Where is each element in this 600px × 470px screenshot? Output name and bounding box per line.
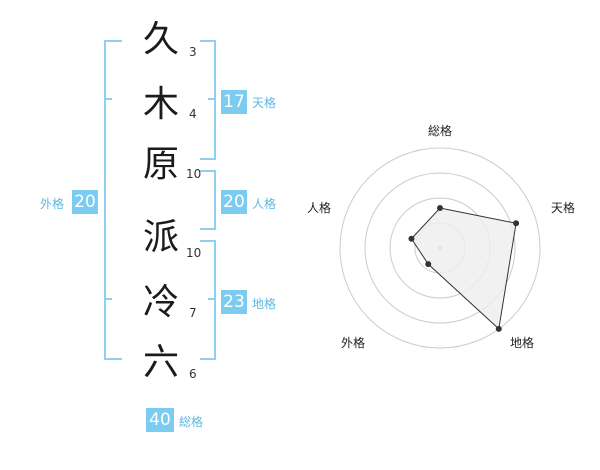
radar-label-tenkaku: 天格	[551, 201, 576, 215]
chikaku-value: 23	[221, 290, 247, 314]
radar-label-chikaku: 地格	[510, 336, 535, 350]
radar-point-4	[425, 261, 432, 268]
radar-point-3	[495, 325, 502, 332]
gaikaku-label: 外格	[40, 197, 65, 211]
name-char-4: 派	[142, 217, 179, 258]
radar-point-2	[513, 220, 520, 227]
name-char-1: 久	[142, 19, 179, 60]
gaikaku-bracket	[104, 40, 122, 360]
name-char-5: 冷	[142, 282, 179, 323]
radar-label-soukaku: 総格	[428, 124, 453, 138]
bracket-tick	[104, 98, 112, 100]
stroke-count-5: 7	[189, 306, 197, 320]
radar-grid-ring	[339, 147, 541, 349]
jinkaku-label: 人格	[252, 197, 277, 211]
radar-point-5	[408, 235, 415, 242]
radar-grid-ring	[364, 172, 516, 324]
jinkaku-value: 20	[221, 190, 247, 214]
bracket-tick	[208, 98, 216, 100]
stroke-count-3: 10	[186, 167, 202, 181]
radar-point-1	[437, 205, 443, 211]
radar-area	[410, 207, 517, 330]
stroke-count-6: 6	[189, 367, 197, 381]
name-char-6: 六	[142, 342, 179, 383]
name-char-3: 原	[142, 144, 179, 185]
chikaku-label: 地格	[252, 297, 277, 311]
bracket-tick	[104, 298, 112, 300]
stroke-count-2: 4	[189, 107, 197, 121]
tenkaku-value: 17	[221, 90, 247, 114]
tenkaku-bracket	[200, 40, 216, 160]
chikaku-bracket	[200, 240, 216, 360]
tenkaku-label: 天格	[252, 96, 277, 110]
bracket-tick	[208, 298, 216, 300]
name-char-2: 木	[142, 84, 179, 125]
fortune-radar-chart	[339, 147, 541, 349]
radar-label-gaikaku: 外格	[341, 336, 366, 350]
radar-label-jinkaku: 人格	[307, 201, 332, 215]
stroke-count-4: 10	[186, 246, 202, 260]
soukaku-label: 総格	[179, 415, 204, 429]
gaikaku-value: 20	[72, 190, 98, 214]
soukaku-value: 40	[146, 408, 174, 432]
jinkaku-bracket	[200, 170, 216, 230]
stroke-count-1: 3	[189, 45, 197, 59]
